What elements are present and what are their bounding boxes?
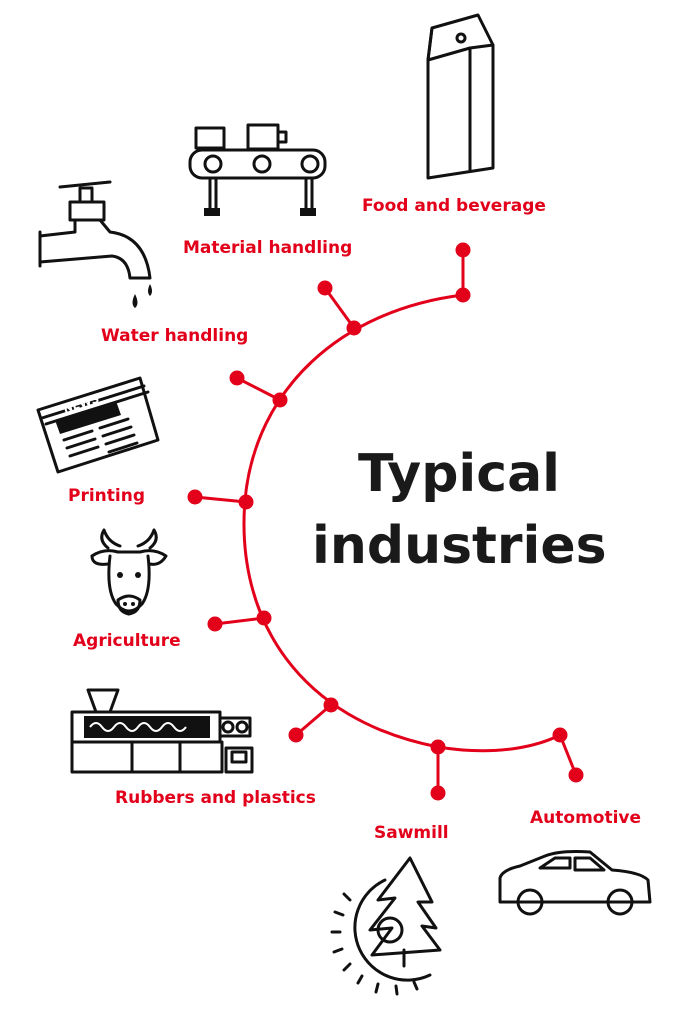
connector-material: [317, 280, 362, 336]
label-water-handling: Water handling: [101, 326, 249, 346]
diagram-title-line1: Typical: [358, 444, 560, 504]
faucet-icon: [38, 180, 152, 308]
connector-water: [229, 370, 288, 408]
connector-automotive: [552, 727, 584, 783]
connector-food: [455, 242, 471, 303]
extruder-icon: [70, 688, 254, 774]
connector-rubbers: [288, 697, 339, 743]
label-rubbers-and-plastics: Rubbers and plastics: [115, 788, 316, 808]
connector-arc: [242, 293, 561, 753]
conveyor-icon: [188, 123, 327, 216]
label-sawmill: Sawmill: [374, 823, 449, 843]
saw-tree-icon: [330, 856, 442, 996]
diagram-title-line2: industries: [312, 516, 607, 576]
cow-icon: [90, 528, 168, 616]
label-agriculture: Agriculture: [73, 631, 181, 651]
milk-carton-icon: [426, 13, 495, 180]
label-automotive: Automotive: [530, 808, 642, 828]
newspaper-icon: [36, 376, 160, 474]
label-material-handling: Material handling: [183, 238, 353, 258]
label-printing: Printing: [68, 486, 145, 506]
connector-printing: [187, 489, 254, 510]
car-icon: [498, 850, 652, 916]
label-food-and-beverage: Food and beverage: [362, 196, 546, 216]
connector-agriculture: [207, 610, 272, 632]
connector-sawmill: [430, 739, 446, 801]
